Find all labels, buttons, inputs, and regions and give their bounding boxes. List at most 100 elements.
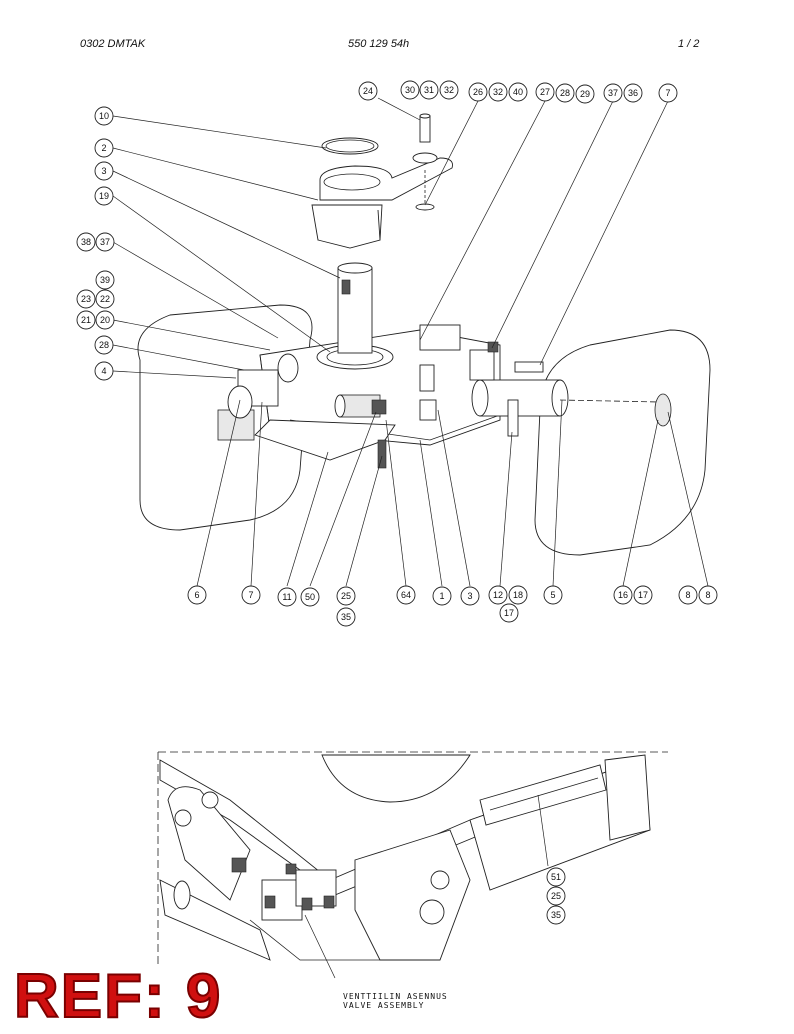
callout-bottom-14: 17 [633,585,653,605]
callout-number: 7 [248,590,253,600]
callout-bottom-4: 25 [336,586,356,606]
callout-number: 27 [540,87,550,97]
main-assembly-view [137,113,711,556]
callout-top-2: 31 [419,80,439,100]
callout-bottom-9: 12 [488,585,508,605]
callout-number: 30 [405,85,415,95]
header-doc-code: 0302 DMTAK [80,38,146,50]
bottom-tray [254,419,396,461]
callout-number: 2 [101,143,106,153]
callout-bottom-11: 17 [499,603,519,623]
caption-english: VALVE ASSEMBLY [343,1001,425,1010]
callout-number: 7 [665,88,670,98]
callout-bottom-1: 7 [241,585,261,605]
callout-number: 8 [685,590,690,600]
callout-number: 51 [551,872,561,882]
callout-number: 23 [81,294,91,304]
callout-left-3: 19 [94,186,114,206]
valve-assembly-detail [157,751,668,979]
callout-top-3: 32 [439,80,459,100]
callout-left-2: 3 [94,161,114,181]
callout-number: 37 [608,88,618,98]
callout-number: 16 [618,590,628,600]
callout-left-7: 23 [76,289,96,309]
callout-left-6: 39 [95,270,115,290]
callout-bottom-0: 6 [187,585,207,605]
callout-number: 40 [513,87,523,97]
callout-left-5: 37 [95,232,115,252]
callout-number: 5 [550,590,555,600]
callout-bottom-5: 35 [336,607,356,627]
callout-bottom-10: 18 [508,585,528,605]
callout-detail-0: 51 [546,867,566,887]
callout-left-4: 38 [76,232,96,252]
callout-number: 20 [100,315,110,325]
callout-number: 12 [493,590,503,600]
callout-bottom-15: 8 [678,585,698,605]
callout-left-1: 2 [94,138,114,158]
callout-bottom-6: 64 [396,585,416,605]
pin [419,115,431,143]
callout-top-7: 27 [535,82,555,102]
callout-number: 26 [473,87,483,97]
header-part-number: 550 129 54h [348,38,410,50]
callout-top-12: 7 [658,83,678,103]
callout-number: 1 [439,591,444,601]
callout-number: 6 [194,590,199,600]
header-page-number: 1 / 2 [678,38,700,50]
callout-number: 17 [504,608,514,618]
callout-bottom-8: 3 [460,586,480,606]
callout-number: 35 [551,910,561,920]
leader-lines [112,97,709,587]
callout-number: 28 [560,88,570,98]
callout-left-9: 21 [76,310,96,330]
wheel-hub [654,393,672,427]
callout-number: 8 [705,590,710,600]
callout-number: 28 [99,340,109,350]
callout-top-6: 40 [508,82,528,102]
callout-number: 32 [444,85,454,95]
callout-number: 35 [341,612,351,622]
callout-number: 11 [282,592,291,602]
callout-left-8: 22 [95,289,115,309]
callout-number: 64 [401,590,411,600]
callout-bottom-7: 1 [432,586,452,606]
callout-top-9: 29 [575,84,595,104]
callout-number: 22 [100,294,110,304]
callout-number: 4 [101,366,106,376]
caption-finnish: VENTTIILIN ASENNUS [343,992,448,1001]
callout-number: 10 [99,111,109,121]
callout-left-12: 4 [94,361,114,381]
detail-cylinder [479,764,607,826]
ref-label: REF: 9 [13,962,223,1031]
callout-number: 37 [100,237,110,247]
callout-top-5: 32 [488,82,508,102]
callout-number: 50 [305,592,315,602]
callout-number: 25 [551,891,561,901]
callout-top-4: 26 [468,82,488,102]
callout-number: 36 [628,88,638,98]
callout-top-11: 36 [623,83,643,103]
callout-top-1: 30 [400,80,420,100]
callout-number: 25 [341,591,351,601]
callout-bottom-13: 16 [613,585,633,605]
right-track [534,329,711,556]
callout-number: 17 [638,590,648,600]
callout-top-10: 37 [603,83,623,103]
callout-detail-2: 35 [546,905,566,925]
right-drive-cylinder [479,379,561,417]
seal-ring [321,137,379,155]
callout-detail-1: 25 [546,886,566,906]
callout-number: 31 [424,85,434,95]
callout-number: 32 [493,87,503,97]
callout-left-11: 28 [94,335,114,355]
callout-left-10: 20 [95,310,115,330]
callout-number: 24 [363,86,373,96]
callout-number: 21 [81,315,91,325]
callout-bottom-12: 5 [543,585,563,605]
slew-arm [319,157,453,201]
callout-top-0: 24 [358,81,378,101]
callout-bottom-16: 8 [698,585,718,605]
